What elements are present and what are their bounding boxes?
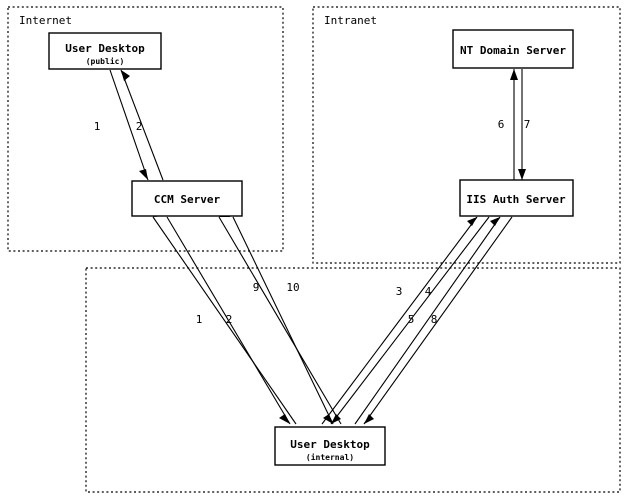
arrow-head-7 bbox=[518, 169, 526, 180]
edge-label-10: 10 bbox=[286, 281, 299, 294]
node-user-desktop-internal[interactable]: User Desktop (internal) bbox=[274, 426, 386, 466]
edge-label-2-public: 2 bbox=[136, 120, 143, 133]
flow-line-5 bbox=[354, 216, 501, 425]
zone-intranet: Intranet bbox=[312, 6, 621, 264]
edge-label-6: 6 bbox=[498, 118, 505, 131]
flow-internal-desktop-ccm: 1 2 bbox=[152, 210, 297, 425]
arrow-head-1-public bbox=[139, 169, 148, 180]
flow-public-desktop-ccm: 1 2 bbox=[94, 69, 164, 181]
edge-label-1-internal: 1 bbox=[196, 313, 203, 326]
node-iis-auth-server[interactable]: IIS Auth Server bbox=[459, 179, 574, 217]
node-user-desktop-public-box[interactable] bbox=[48, 32, 162, 70]
zone-internet-border bbox=[7, 6, 284, 252]
zone-internet: Internet bbox=[7, 6, 284, 252]
flow-internal-desktop-iis-5-8: 5 8 bbox=[354, 216, 513, 425]
flow-internal-desktop-ccm-9-10: 9 10 bbox=[218, 211, 342, 425]
node-nt-domain-server-title: NT Domain Server bbox=[460, 44, 566, 57]
node-user-desktop-internal-subtitle: (internal) bbox=[306, 452, 354, 462]
flow-line-2-internal bbox=[166, 216, 291, 425]
flow-internal-desktop-iis-3-4: 3 4 bbox=[321, 216, 490, 425]
edge-label-7: 7 bbox=[524, 118, 531, 131]
flow-line-3 bbox=[321, 216, 478, 425]
node-user-desktop-public[interactable]: User Desktop (public) bbox=[48, 32, 162, 70]
node-ccm-server-title: CCM Server bbox=[154, 193, 221, 206]
flow-line-2-public bbox=[120, 69, 164, 181]
zone-intranet-border bbox=[312, 6, 621, 264]
flow-iis-nt: 6 7 bbox=[498, 69, 531, 180]
edge-label-3: 3 bbox=[396, 285, 403, 298]
node-ccm-server[interactable]: CCM Server bbox=[131, 180, 243, 217]
node-user-desktop-internal-title: User Desktop bbox=[290, 438, 370, 451]
node-nt-domain-server-box[interactable] bbox=[452, 29, 574, 69]
zone-intranet-label: Intranet bbox=[324, 14, 377, 27]
edge-label-1-public: 1 bbox=[94, 120, 101, 133]
arrow-head-8 bbox=[364, 414, 374, 424]
arrow-head-4 bbox=[331, 414, 341, 424]
arrow-head-3 bbox=[467, 217, 477, 226]
zone-internal bbox=[85, 267, 621, 493]
edge-label-2-internal: 2 bbox=[226, 313, 233, 326]
node-iis-auth-server-title: IIS Auth Server bbox=[466, 193, 566, 206]
arrow-head-5 bbox=[490, 217, 500, 226]
node-user-desktop-internal-box[interactable] bbox=[274, 426, 386, 466]
flow-line-4 bbox=[330, 216, 490, 425]
arrow-head-2-public bbox=[121, 70, 130, 81]
flow-line-1-public bbox=[109, 69, 149, 181]
flow-line-10 bbox=[232, 216, 334, 425]
edge-label-9: 9 bbox=[253, 281, 260, 294]
node-user-desktop-public-subtitle: (public) bbox=[86, 56, 125, 66]
arrow-head-10 bbox=[323, 414, 333, 424]
flow-line-9 bbox=[218, 216, 342, 425]
node-nt-domain-server[interactable]: NT Domain Server bbox=[452, 29, 574, 69]
zone-internet-label: Internet bbox=[19, 14, 72, 27]
flow-line-1-internal bbox=[152, 216, 297, 425]
node-iis-auth-server-box[interactable] bbox=[459, 179, 574, 217]
edge-label-5: 5 bbox=[408, 313, 415, 326]
node-user-desktop-public-title: User Desktop bbox=[65, 42, 145, 55]
arrow-head-6 bbox=[510, 69, 518, 80]
zone-internal-border bbox=[85, 267, 621, 493]
edge-label-8: 8 bbox=[431, 313, 438, 326]
node-ccm-server-box[interactable] bbox=[131, 180, 243, 217]
flow-line-8 bbox=[363, 216, 513, 425]
arrow-head-2-internal bbox=[279, 414, 290, 424]
edge-label-4: 4 bbox=[425, 285, 432, 298]
